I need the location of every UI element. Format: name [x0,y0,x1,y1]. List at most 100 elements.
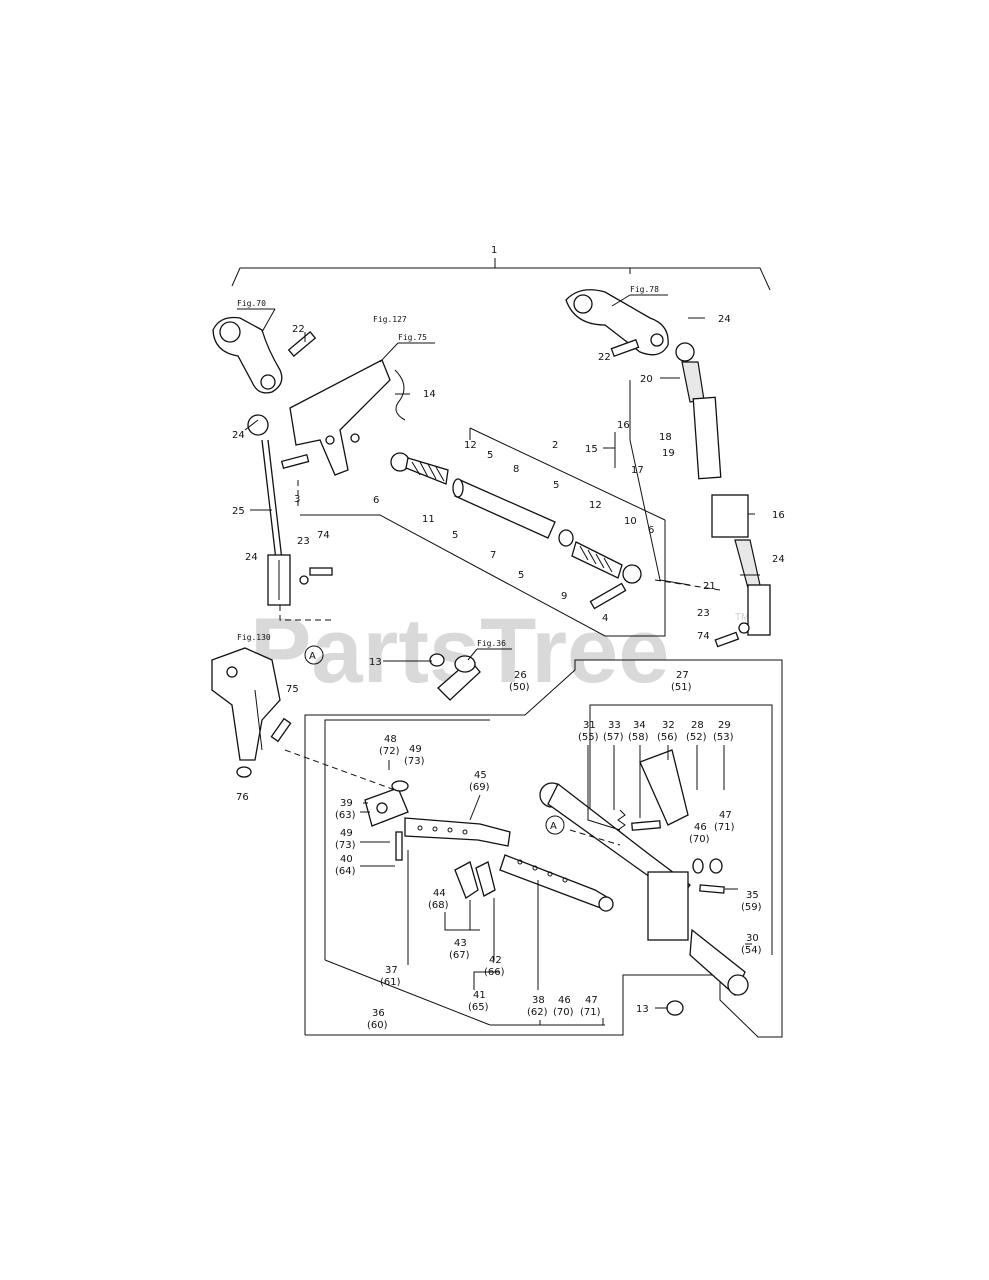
callout-48: 48 (72) [379,734,400,757]
lower-link-left-arm [364,787,614,912]
svg-text:32: 32 [662,720,675,731]
top-link-end-right [571,541,642,584]
svg-text:(54): (54) [741,945,762,956]
callout-6b: 6 [648,525,654,536]
svg-text:(71): (71) [714,822,735,833]
svg-text:43: 43 [454,938,467,949]
lift-arm-right [565,289,669,356]
top-link-nut [558,529,574,547]
callout-23b: 23 [697,608,710,619]
callout-75: 75 [286,684,299,695]
svg-text:(58): (58) [628,732,649,743]
pin-74-right [714,622,750,648]
svg-text:46: 46 [558,995,571,1006]
lift-rod-right [675,342,771,636]
svg-text:(53): (53) [713,732,734,743]
callout-33: 33 (57) [603,720,624,743]
svg-text:(51): (51) [671,682,692,693]
callout-11: 11 [422,514,435,525]
svg-text:35: 35 [746,890,759,901]
hitch-bracket-left [211,647,281,761]
svg-text:(60): (60) [367,1020,388,1031]
svg-text:(72): (72) [379,746,400,757]
callout-16b: 16 [772,510,785,521]
callout-41: 41 (65) [468,990,489,1013]
svg-text:(71): (71) [580,1007,601,1018]
callout-26: 26 (50) [509,670,530,693]
callout-29: 29 (53) [713,720,734,743]
washer-46-47 [692,858,723,874]
top-link-body [452,478,556,539]
bracket-27 [589,704,773,955]
washer-48 [391,780,409,792]
svg-text:47: 47 [719,810,732,821]
svg-text:40: 40 [340,854,353,865]
bracket-14-wire [394,369,406,421]
callout-22a: 22 [292,324,305,335]
svg-text:(63): (63) [335,810,356,821]
svg-text:37: 37 [385,965,398,976]
pin-22-left [287,331,317,357]
callout-47a: 47 (71) [714,810,735,833]
top-link-assembly-box [300,427,666,637]
callout-23a: 23 [297,536,310,547]
pin-4 [589,582,627,610]
svg-text:(62): (62) [527,1007,548,1018]
bracket-32 [639,749,689,826]
lift-arm-left [212,316,283,394]
callout-a-bottom: A [545,815,565,835]
lower-link-plate-holes [417,825,568,883]
svg-text:(50): (50) [509,682,530,693]
callout-8: 8 [513,464,519,475]
callout-3: 3 [294,494,300,505]
callout-31: 31 (55) [578,720,599,743]
svg-text:39: 39 [340,798,353,809]
bolt-40 [395,831,403,861]
svg-text:(73): (73) [404,756,425,767]
svg-text:(64): (64) [335,866,356,877]
lower-sub-brackets [360,745,725,1026]
fig-ref-leaders [237,294,668,661]
svg-text:A: A [550,821,557,832]
pin-75 [270,717,292,743]
rod-leader-20 [629,380,691,586]
callout-36: 36 (60) [367,1008,388,1031]
callout-20: 20 [640,374,653,385]
callout-49b: 49 (73) [335,828,356,851]
svg-text:48: 48 [384,734,397,745]
svg-text:(70): (70) [553,1007,574,1018]
watermark-trademark: TM [735,612,749,623]
callout-49a: 49 (73) [404,744,425,767]
assembly-bracket [231,258,771,291]
svg-text:34: 34 [633,720,646,731]
callout-19: 19 [662,448,675,459]
svg-text:36: 36 [372,1008,385,1019]
lower-link-right [539,782,749,997]
callout-9: 9 [561,591,567,602]
callout-74b: 74 [697,631,710,642]
svg-text:31: 31 [583,720,596,731]
callout-a-top: A [304,645,324,665]
callout-15: 15 [585,444,598,455]
fig-ref-130: Fig.130 [237,633,271,642]
svg-text:45: 45 [474,770,487,781]
callout-14: 14 [423,389,436,400]
callout-6a: 6 [373,495,379,506]
callout-leaders [244,317,760,1009]
callout-32: 32 (56) [657,720,678,743]
svg-text:28: 28 [691,720,704,731]
svg-text:46: 46 [694,822,707,833]
svg-text:(52): (52) [686,732,707,743]
svg-text:(68): (68) [428,900,449,911]
callout-28: 28 (52) [686,720,707,743]
svg-text:26: 26 [514,670,527,681]
callout-25: 25 [232,506,245,517]
callout-46b: 46 (70) [553,995,574,1018]
lift-rod-left [247,414,291,606]
callout-12a: 12 [464,440,477,451]
svg-text:(55): (55) [578,732,599,743]
fig-ref-127: Fig.127 [373,315,407,324]
spring-33 [617,809,626,836]
callout-39: 39 (63) [335,798,356,821]
callout-16a: 16 [617,420,630,431]
